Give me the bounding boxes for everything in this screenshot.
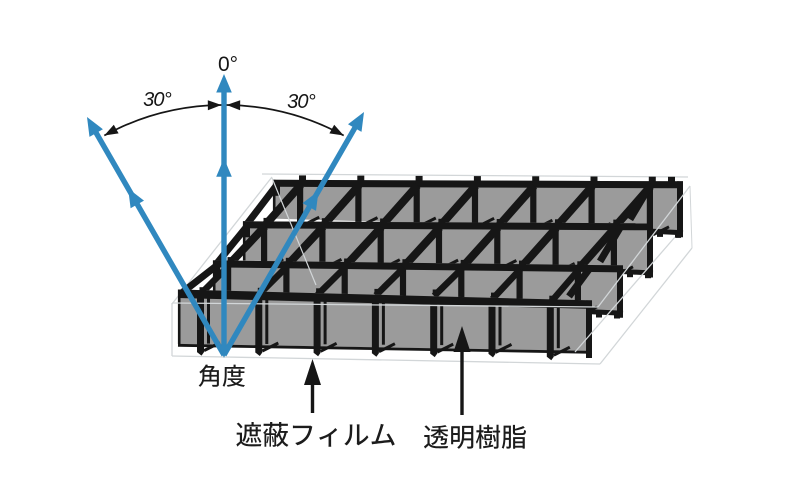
svg-text:30°: 30° (143, 89, 172, 111)
svg-text:0°: 0° (218, 53, 238, 76)
svg-text:30°: 30° (287, 91, 316, 113)
